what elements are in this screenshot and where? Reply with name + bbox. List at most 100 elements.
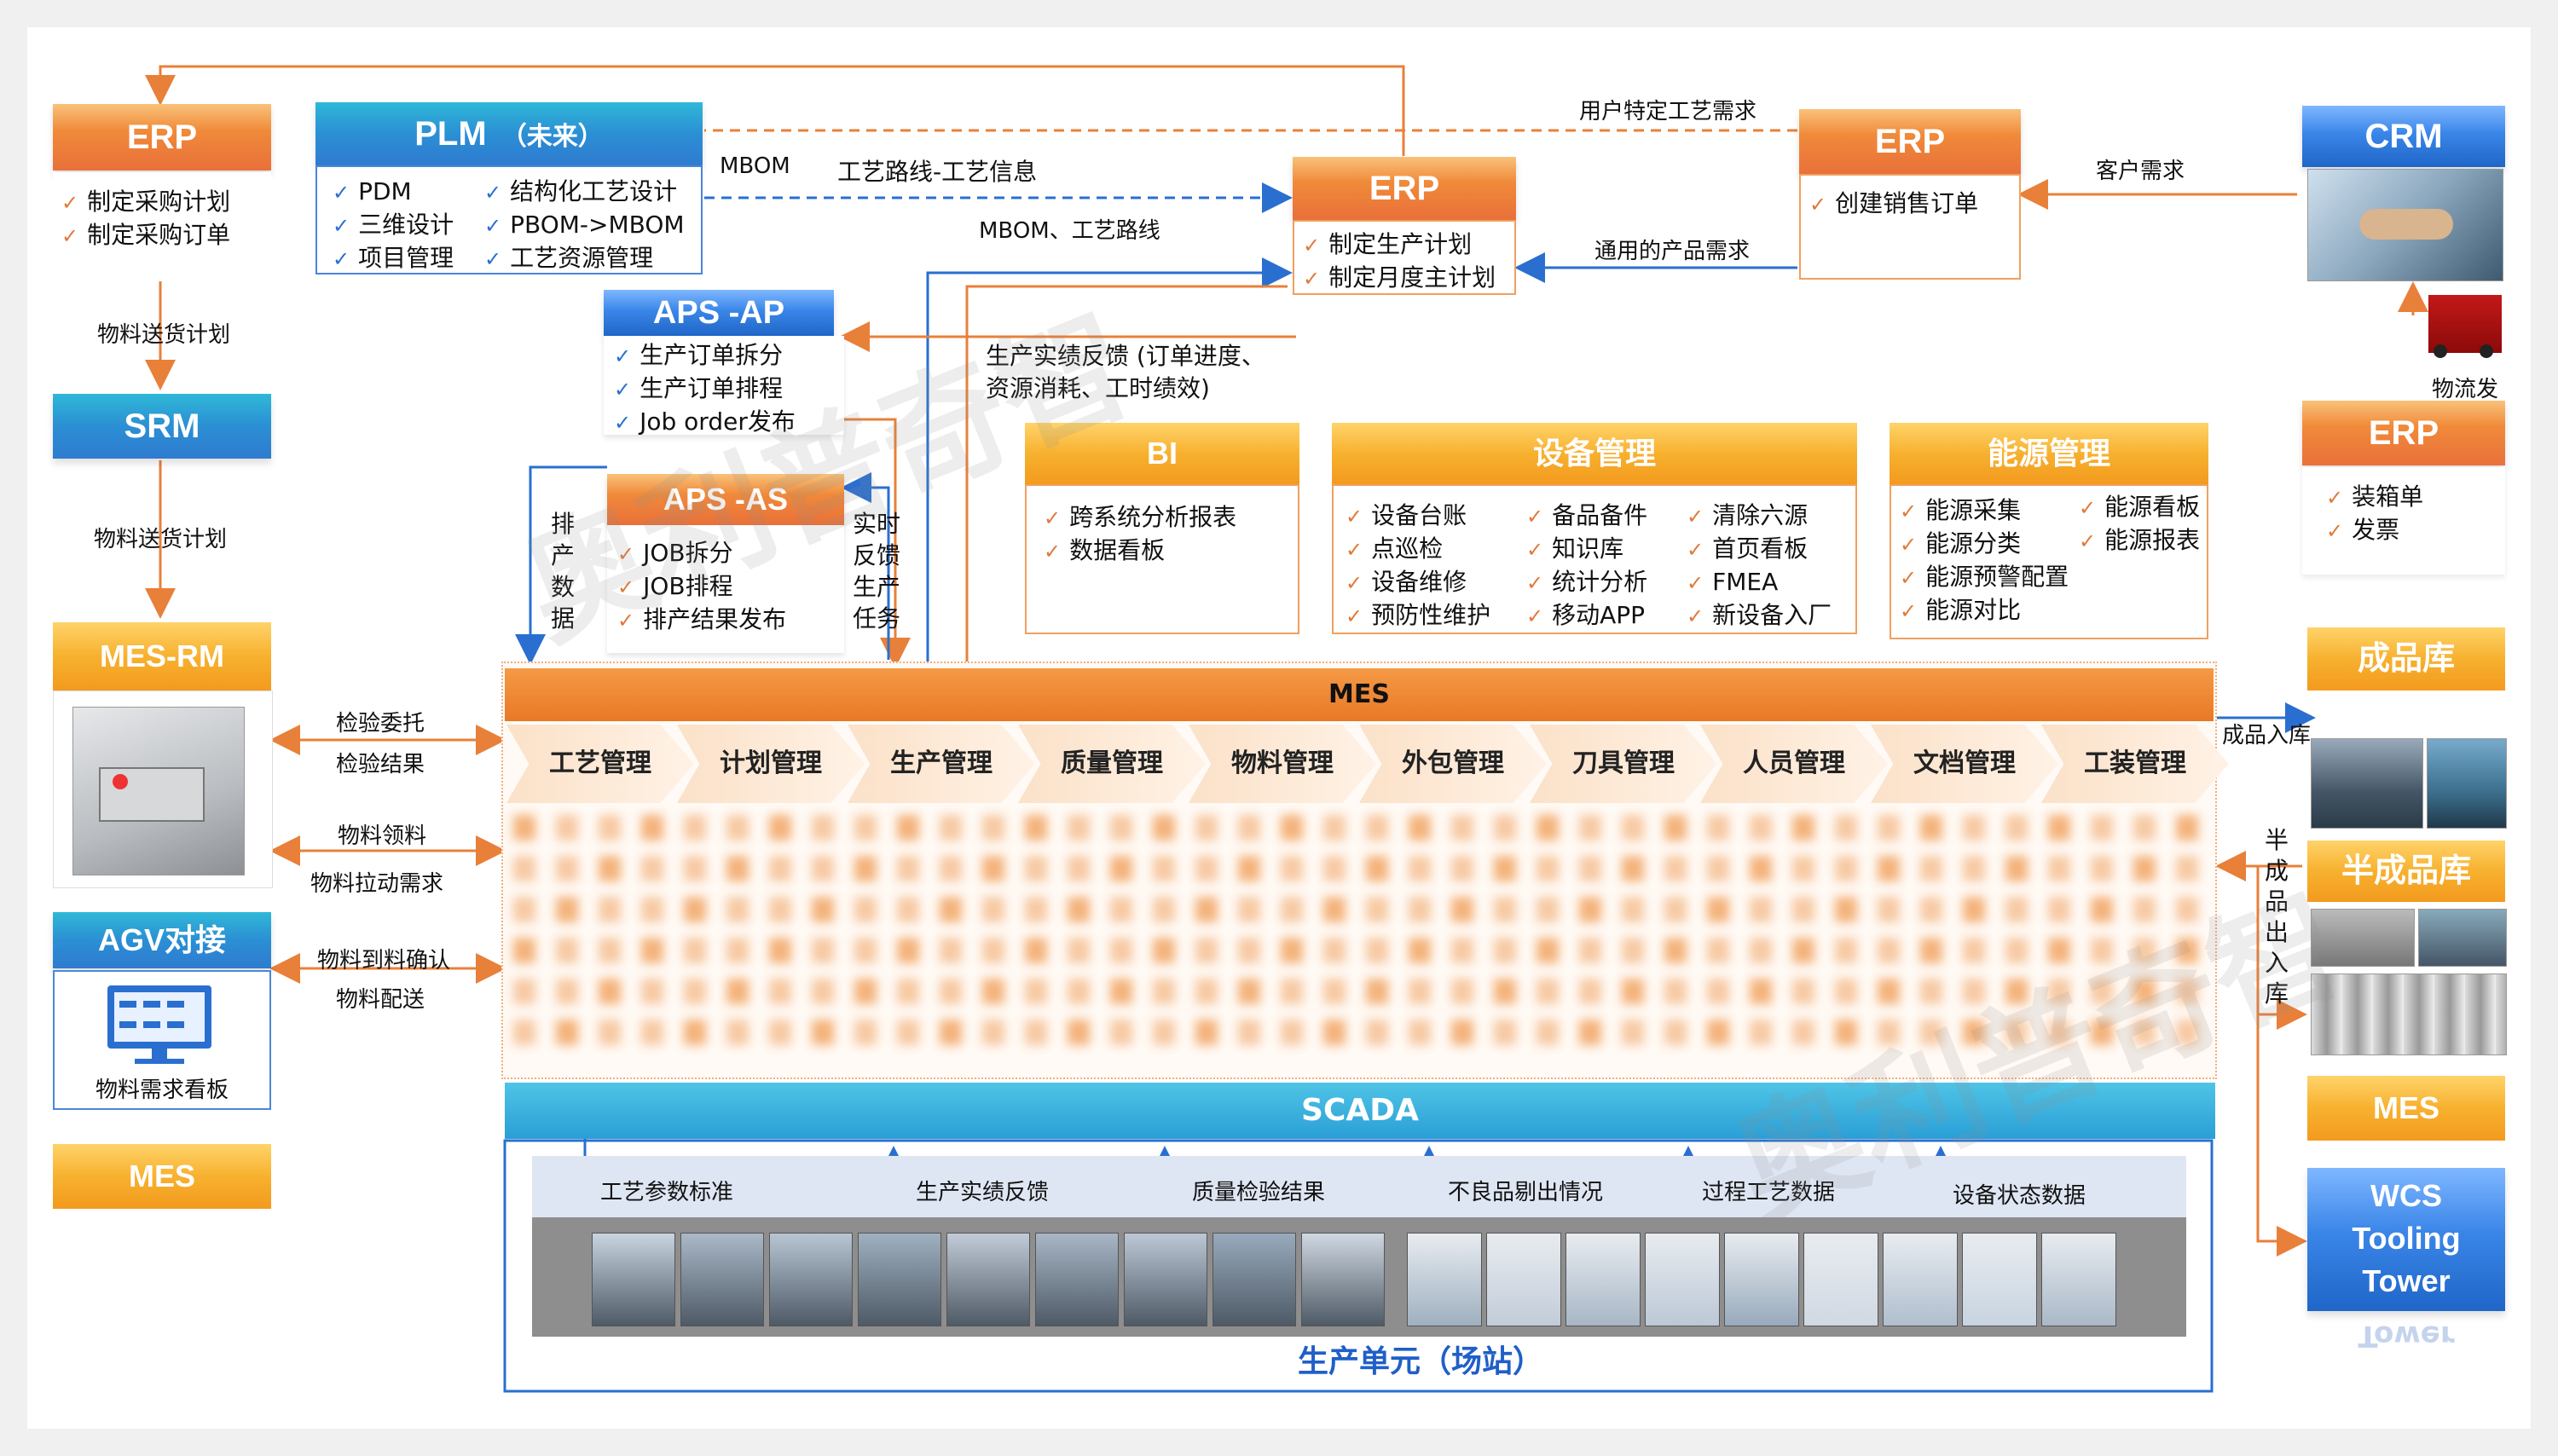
label-material-pick: 物料领料 bbox=[338, 823, 427, 849]
erp-sales-title: ERP bbox=[1874, 123, 1946, 160]
blurred-cell bbox=[769, 979, 791, 1004]
blurred-cell bbox=[556, 979, 578, 1004]
blurred-cell bbox=[1025, 856, 1047, 881]
blurred-cell bbox=[1153, 856, 1175, 881]
blurred-cell bbox=[513, 1020, 535, 1045]
module-chevron bbox=[1700, 725, 1888, 803]
blurred-cell bbox=[812, 856, 834, 881]
agv-photo bbox=[72, 707, 245, 875]
plm-header: PLM （未来） bbox=[315, 102, 703, 165]
module-label: 计划管理 bbox=[694, 725, 848, 803]
blurred-cell bbox=[854, 897, 877, 922]
module-chevron bbox=[506, 725, 694, 803]
blurred-cell bbox=[1195, 897, 1218, 922]
agv-header: AGV对接 bbox=[53, 912, 271, 968]
station-photo bbox=[1035, 1233, 1119, 1326]
blurred-cell bbox=[2048, 979, 2070, 1004]
module-chevron bbox=[1018, 725, 1206, 803]
mes-bar: MES bbox=[505, 668, 2214, 721]
blurred-cell bbox=[769, 815, 791, 841]
srm-header: SRM bbox=[53, 394, 271, 459]
blurred-cell bbox=[1238, 856, 1260, 881]
blurred-cell bbox=[1451, 1020, 1473, 1045]
blurred-cell bbox=[1323, 815, 1346, 841]
blurred-cell bbox=[812, 979, 834, 1004]
blurred-cell bbox=[940, 856, 962, 881]
blurred-cell bbox=[1451, 979, 1473, 1004]
blurred-cell bbox=[1750, 979, 1772, 1004]
blurred-cell bbox=[854, 1020, 877, 1045]
blurred-cell bbox=[1792, 979, 1814, 1004]
blurred-cell bbox=[1110, 979, 1132, 1004]
blurred-cell bbox=[2176, 815, 2198, 841]
module-label-line2: 管理 bbox=[1623, 748, 1675, 778]
mes-right-title: MES bbox=[2372, 1090, 2439, 1125]
blurred-cell bbox=[1750, 815, 1772, 841]
blurred-cell bbox=[556, 1020, 578, 1045]
scada-label: 生产实绩反馈 bbox=[916, 1180, 1050, 1205]
stations-right bbox=[1407, 1233, 2121, 1326]
station-photo bbox=[1645, 1233, 1720, 1326]
finished-header: 成品库 bbox=[2307, 627, 2505, 690]
blurred-cell bbox=[1409, 897, 1431, 922]
blurred-cell bbox=[1835, 938, 1857, 963]
monitor-icon bbox=[107, 985, 211, 1064]
blurred-cell bbox=[1622, 938, 1644, 963]
aps-as-item: 排产结果发布 bbox=[617, 604, 844, 637]
blurred-cell bbox=[1835, 1020, 1857, 1045]
blurred-cell bbox=[641, 897, 663, 922]
label-material-dispatch: 物料配送 bbox=[336, 987, 425, 1013]
blurred-cell bbox=[1494, 1020, 1516, 1045]
blurred-cell bbox=[1579, 856, 1601, 881]
aps-ap-title: APS -AP bbox=[652, 295, 785, 331]
blurred-cell bbox=[1451, 815, 1473, 841]
label-semi-inout: 半成品出入库 bbox=[2264, 826, 2289, 1008]
erp-right-header: ERP bbox=[2302, 401, 2505, 465]
erp-left-body: 制定采购计划 制定采购订单 bbox=[53, 172, 271, 266]
blurred-cell bbox=[1068, 1020, 1090, 1045]
aps-ap-item: 生产订单排程 bbox=[614, 373, 844, 406]
blurred-cell bbox=[1878, 815, 1900, 841]
energy-item: 能源分类 bbox=[1900, 528, 2069, 561]
blurred-cell bbox=[513, 938, 535, 963]
blurred-cell bbox=[982, 815, 1004, 841]
aps-ap-item: Job order发布 bbox=[614, 406, 844, 439]
plm-item: 三维设计 bbox=[333, 209, 454, 242]
blurred-cell bbox=[1835, 856, 1857, 881]
blurred-cell bbox=[2091, 897, 2113, 922]
blurred-cell bbox=[1750, 1020, 1772, 1045]
energy-title: 能源管理 bbox=[1987, 436, 2110, 471]
blurred-cell bbox=[940, 897, 962, 922]
module-label-line2: 管理 bbox=[771, 748, 822, 778]
blurred-cell bbox=[1068, 856, 1090, 881]
blurred-cell bbox=[1409, 1020, 1431, 1045]
plm-item: 结构化工艺设计 bbox=[484, 176, 685, 209]
plm-item: 项目管理 bbox=[333, 242, 454, 275]
blurred-cell bbox=[1366, 1020, 1388, 1045]
blurred-cell bbox=[2133, 897, 2156, 922]
truck-wheel bbox=[2434, 344, 2447, 358]
finished-title: 成品库 bbox=[2357, 641, 2455, 677]
blurred-cell bbox=[982, 897, 1004, 922]
blurred-cell bbox=[1025, 1020, 1047, 1045]
blurred-cell bbox=[2091, 1020, 2113, 1045]
blurred-cell bbox=[726, 856, 749, 881]
erp-sales-body: 创建销售订单 bbox=[1799, 174, 2021, 280]
equip-item: 设备维修 bbox=[1346, 566, 1490, 599]
module-label-line2: 管理 bbox=[1965, 748, 2016, 778]
blurred-cell bbox=[1238, 938, 1260, 963]
equip-item: 点巡检 bbox=[1346, 533, 1490, 566]
blurred-cell bbox=[1323, 1020, 1346, 1045]
bi-item: 跨系统分析报表 bbox=[1044, 501, 1298, 534]
blurred-cell bbox=[684, 815, 706, 841]
blurred-cell bbox=[1537, 856, 1559, 881]
blurred-cell bbox=[1153, 979, 1175, 1004]
energy-item: 能源对比 bbox=[1900, 594, 2069, 627]
blurred-cell bbox=[1153, 815, 1175, 841]
aps-as-left-label: 排产数据 bbox=[550, 510, 575, 633]
agv-title: AGV对接 bbox=[97, 922, 226, 957]
blurred-cell bbox=[1878, 938, 1900, 963]
blurred-cell bbox=[1153, 1020, 1175, 1045]
production-unit-title: 生产单元（场站） bbox=[1298, 1344, 1544, 1379]
blurred-cell bbox=[1707, 979, 1729, 1004]
